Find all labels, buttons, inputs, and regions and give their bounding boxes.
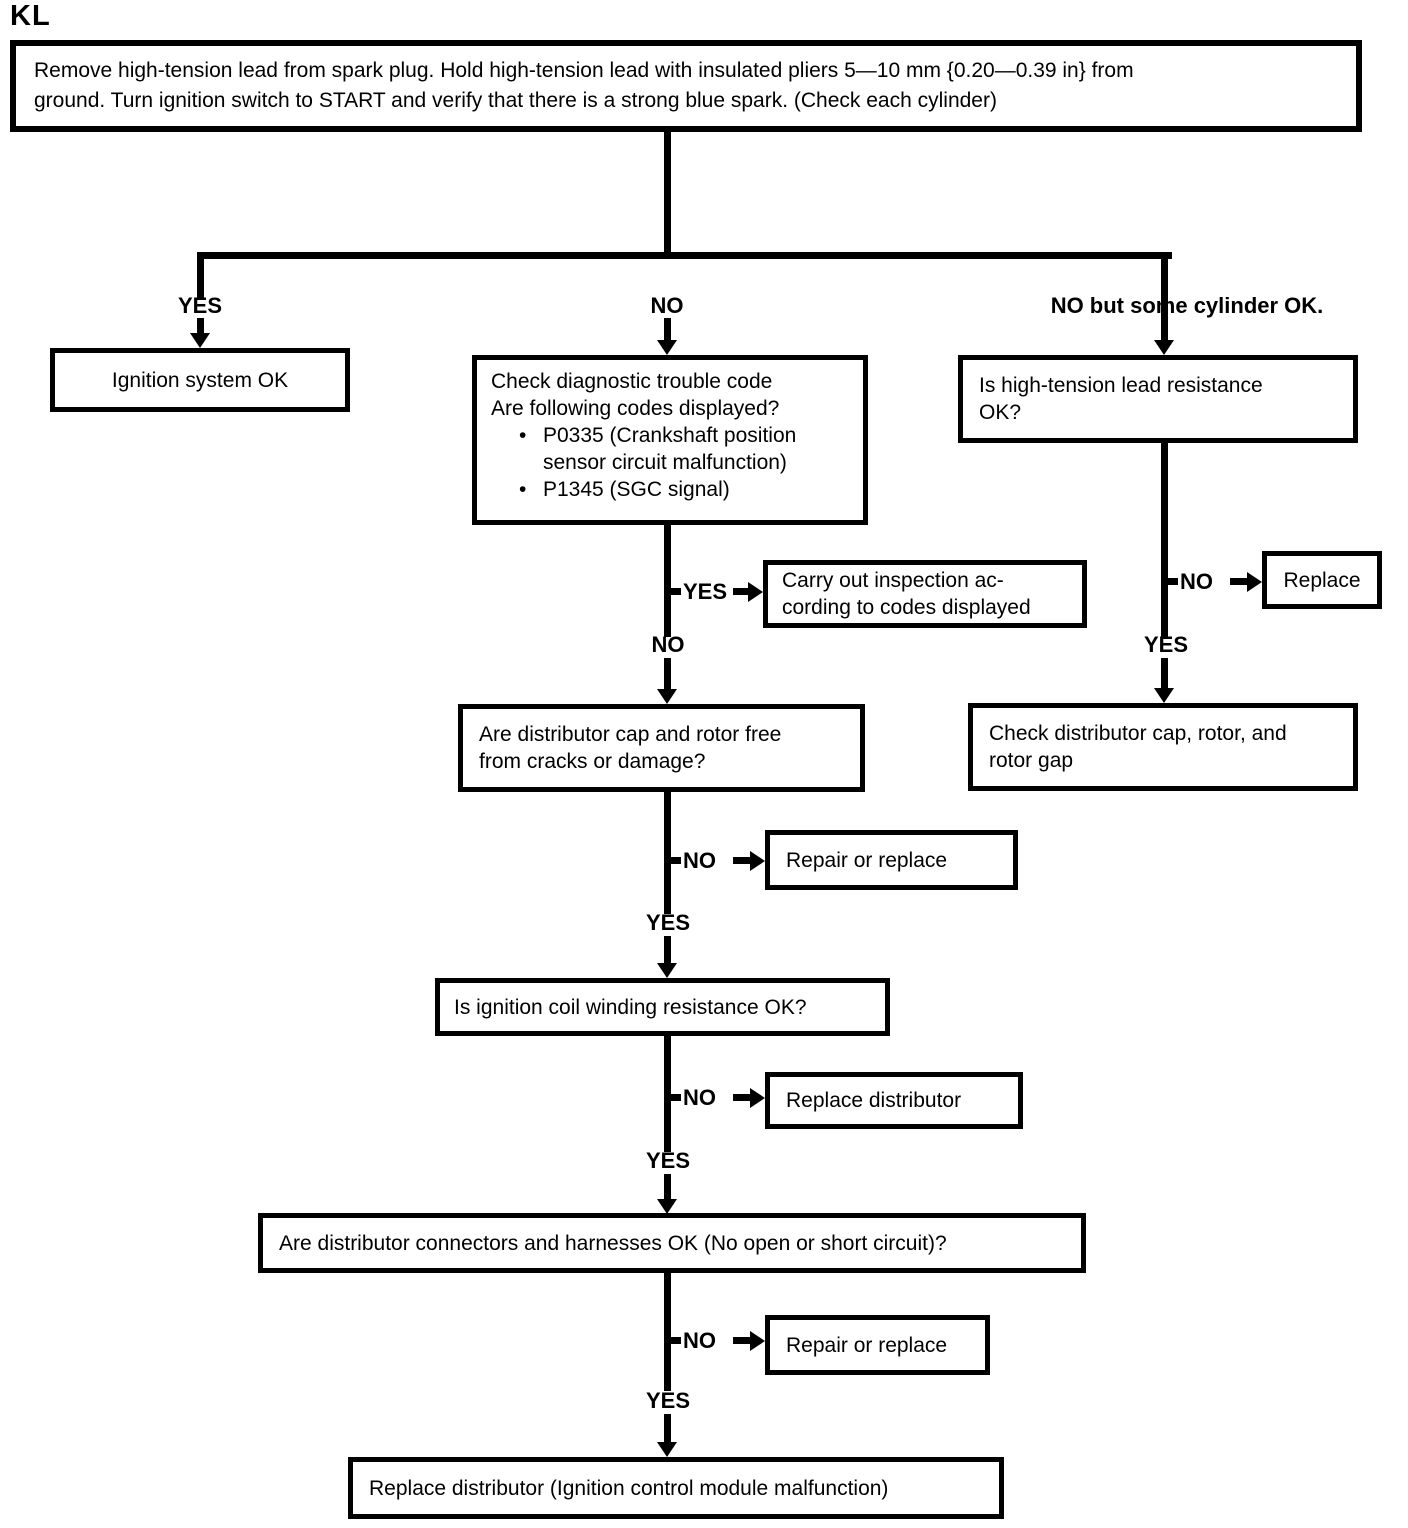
connector-right-drop xyxy=(1161,252,1168,340)
node-ignition-coil: Is ignition coil winding resistance OK? xyxy=(435,978,890,1036)
replace-text: Replace xyxy=(1283,568,1361,592)
bullet-spacer xyxy=(519,449,543,476)
page-title: KL xyxy=(10,0,51,32)
connector-tick xyxy=(671,857,681,864)
connector-tick xyxy=(671,588,681,595)
branch-label-yes: YES xyxy=(1143,632,1189,657)
connector-center-drop xyxy=(664,318,671,341)
ignition-coil-text: Is ignition coil winding resistance OK? xyxy=(454,995,807,1019)
repair-replace-2-text: Repair or replace xyxy=(786,1333,948,1357)
connector-center-9 xyxy=(664,1414,671,1443)
check-dtc-code-2: P1345 (SGC signal) xyxy=(543,478,730,501)
connector-shaft xyxy=(733,588,751,595)
start-line-2: ground. Turn ignition switch to START an… xyxy=(34,89,997,112)
node-check-dtc: Check diagnostic trouble code Are follow… xyxy=(472,355,868,525)
check-dtc-line-1: Check diagnostic trouble code xyxy=(491,370,773,393)
branch-label-no: NO xyxy=(1180,569,1213,594)
check-cap-line-2: rotor gap xyxy=(989,749,1074,772)
connector-center-8 xyxy=(664,1273,671,1391)
arrow-down-icon xyxy=(657,963,677,978)
ignition-ok-text: Ignition system OK xyxy=(111,368,289,392)
branch-label-no: NO xyxy=(683,1085,716,1110)
connector-tick xyxy=(671,1337,681,1344)
carry-out-line-1: Carry out inspection ac- xyxy=(782,569,1004,592)
check-cap-line-1: Check distributor cap, rotor, and xyxy=(989,722,1287,745)
node-repair-or-replace-2: Repair or replace xyxy=(765,1315,990,1375)
connector-trunk xyxy=(664,130,671,259)
bullet-icon: • xyxy=(519,424,527,447)
bullet-icon: • xyxy=(519,478,527,501)
arrow-down-icon xyxy=(657,1442,677,1457)
arrow-down-icon xyxy=(1154,688,1174,703)
node-check-distributor-cap: Check distributor cap, rotor, and rotor … xyxy=(968,703,1358,791)
connector-shaft xyxy=(733,1337,751,1344)
arrow-right-icon xyxy=(748,582,763,602)
branch-label-no: NO xyxy=(683,848,716,873)
node-distributor-cap-rotor: Are distributor cap and rotor free from … xyxy=(458,704,865,792)
arrow-down-icon xyxy=(657,1199,677,1214)
ht-lead-line-1: Is high-tension lead resistance xyxy=(979,374,1263,397)
branch-label-no-but-some: NO but some cylinder OK. xyxy=(1050,293,1324,318)
branch-label-no: NO xyxy=(683,1328,716,1353)
connector-center-6 xyxy=(664,1036,671,1152)
final-text: Replace distributor (Ignition control mo… xyxy=(369,1476,889,1500)
connector-tick xyxy=(1168,578,1178,585)
node-start-instruction: Remove high-tension lead from spark plug… xyxy=(10,40,1362,132)
connector-shaft xyxy=(733,857,751,864)
connector-center-7 xyxy=(664,1174,671,1200)
branch-label-yes: YES xyxy=(645,910,691,935)
connector-center-3 xyxy=(664,658,671,690)
start-line-1: Remove high-tension lead from spark plug… xyxy=(34,59,1134,82)
check-dtc-line-2: Are following codes displayed? xyxy=(491,397,780,420)
branch-label-no: NO xyxy=(650,293,684,318)
node-connectors-harnesses: Are distributor connectors and harnesses… xyxy=(258,1213,1086,1273)
connector-center-5 xyxy=(664,936,671,964)
node-final-replace-distributor: Replace distributor (Ignition control mo… xyxy=(348,1457,1004,1519)
branch-label-no: NO xyxy=(651,632,685,657)
node-ignition-system-ok: Ignition system OK xyxy=(50,348,350,412)
check-dtc-code-1-cont: sensor circuit malfunction) xyxy=(543,451,787,474)
branch-label-yes: YES xyxy=(683,579,728,604)
check-dtc-code-1: P0335 (Crankshaft position xyxy=(543,424,797,447)
connector-branch-line xyxy=(197,252,1172,259)
ht-lead-line-2: OK? xyxy=(979,401,1022,424)
connector-shaft xyxy=(733,1094,751,1101)
repair-replace-1-text: Repair or replace xyxy=(786,848,948,872)
connectors-text: Are distributor connectors and harnesses… xyxy=(279,1231,947,1255)
arrow-down-icon xyxy=(657,340,677,355)
arrow-right-icon xyxy=(750,1331,765,1351)
node-replace: Replace xyxy=(1262,551,1382,609)
connector-center-4 xyxy=(664,792,671,914)
replace-distributor-text: Replace distributor xyxy=(786,1089,962,1112)
branch-label-yes: YES xyxy=(645,1388,691,1413)
connector-center-2 xyxy=(664,525,671,637)
arrow-down-icon xyxy=(190,333,210,348)
connector-shaft xyxy=(1230,578,1248,585)
arrow-down-icon xyxy=(657,689,677,704)
node-carry-out-inspection: Carry out inspection ac- cording to code… xyxy=(763,560,1087,628)
arrow-right-icon xyxy=(1247,572,1262,592)
arrow-right-icon xyxy=(750,1088,765,1108)
node-high-tension-lead: Is high-tension lead resistance OK? xyxy=(958,355,1358,443)
arrow-right-icon xyxy=(750,851,765,871)
connector-right-3 xyxy=(1161,658,1168,689)
connector-tick xyxy=(671,1094,681,1101)
connector-left-lower xyxy=(197,318,204,334)
cap-rotor-line-1: Are distributor cap and rotor free xyxy=(479,723,782,746)
connector-left-upper xyxy=(197,252,204,298)
carry-out-line-2: cording to codes displayed xyxy=(782,596,1031,619)
branch-label-yes: YES xyxy=(177,293,223,318)
connector-right-2 xyxy=(1161,443,1168,637)
arrow-down-icon xyxy=(1154,340,1174,355)
cap-rotor-line-2: from cracks or damage? xyxy=(479,750,706,773)
node-repair-or-replace-1: Repair or replace xyxy=(765,830,1018,890)
node-replace-distributor: Replace distributor xyxy=(765,1072,1023,1129)
branch-label-yes: YES xyxy=(645,1148,691,1173)
